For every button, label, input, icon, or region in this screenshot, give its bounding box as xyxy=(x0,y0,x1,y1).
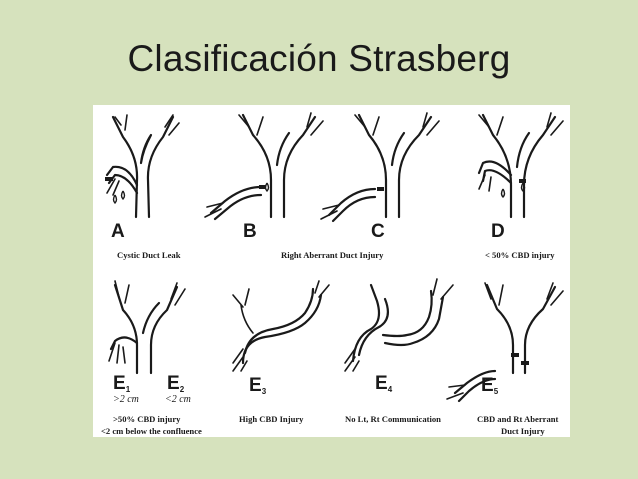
strasberg-diagram: A B C xyxy=(101,112,564,436)
caption-d: < 50% CBD injury xyxy=(485,250,555,260)
panel-c-drawing: C xyxy=(320,112,440,242)
caption-a: Cystic Duct Leak xyxy=(117,250,181,260)
panel-e2-distance: <2 cm xyxy=(165,394,191,405)
panel-d-drawing: D xyxy=(477,112,564,242)
clip-e5-b xyxy=(521,361,529,365)
leak-d xyxy=(500,182,526,198)
clip-a xyxy=(105,177,113,181)
caption-e12-line1: >50% CBD injury xyxy=(113,414,181,424)
clip-d xyxy=(519,179,526,183)
panel-e3-drawing: E3 xyxy=(232,280,330,396)
leak-a xyxy=(112,190,126,204)
clip-b xyxy=(259,185,266,189)
panel-b-drawing: B xyxy=(204,112,324,242)
panel-e3-letter: E3 xyxy=(249,375,267,396)
panel-e1-letter: E1 xyxy=(113,373,131,394)
caption-bc: Right Aberrant Duct Injury xyxy=(281,250,384,260)
caption-e4: No Lt, Rt Communication xyxy=(345,414,441,424)
panel-a-drawing: A xyxy=(105,114,180,242)
strasberg-figure: A B C xyxy=(93,105,570,437)
clip-c xyxy=(377,187,384,191)
panel-e1-e2-drawing: E1 E2 >2 cm <2 cm xyxy=(108,280,191,405)
clip-e5-a xyxy=(511,353,519,357)
panel-e5-drawing: E5 xyxy=(446,282,564,403)
panel-e2-letter: E2 xyxy=(167,373,185,394)
panel-d-letter: D xyxy=(491,221,505,242)
caption-e5-line2: Duct Injury xyxy=(501,426,545,436)
leak-b xyxy=(264,182,270,192)
caption-e5-line1: CBD and Rt Aberrant xyxy=(477,414,559,424)
panel-e4-drawing: E4 xyxy=(344,278,454,394)
panel-e4-letter: E4 xyxy=(375,373,393,394)
slide-title: Clasificación Strasberg xyxy=(127,38,511,79)
panel-e5-letter: E5 xyxy=(481,375,499,396)
panel-c-letter: C xyxy=(371,221,385,242)
caption-e3: High CBD Injury xyxy=(239,414,304,424)
panel-b-letter: B xyxy=(243,221,257,242)
caption-e12-line2: <2 cm below the confluence xyxy=(101,426,202,436)
panel-e1-distance: >2 cm xyxy=(113,394,139,405)
panel-a-letter: A xyxy=(111,221,125,242)
